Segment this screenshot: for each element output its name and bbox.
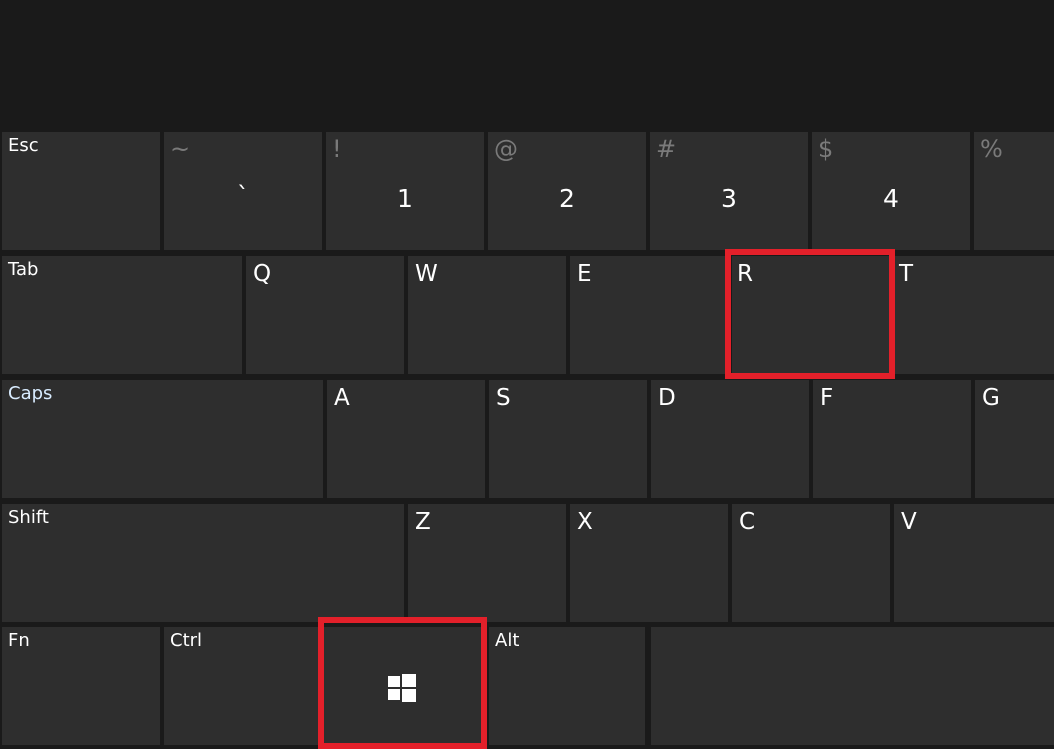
key-g[interactable]: G <box>975 380 1054 498</box>
key-5[interactable]: % <box>974 132 1054 250</box>
key-shift-label: ~ <box>170 135 191 163</box>
key-shift[interactable]: Shift <box>2 504 404 622</box>
key-label: 4 <box>883 184 899 213</box>
key-f[interactable]: F <box>813 380 971 498</box>
key-shift-label: @ <box>494 135 518 163</box>
key-e[interactable]: E <box>570 256 728 374</box>
key-label: Ctrl <box>170 630 203 651</box>
key-a[interactable]: A <box>327 380 485 498</box>
key-fn[interactable]: Fn <box>2 627 160 745</box>
key-label: Esc <box>8 135 39 156</box>
key-shift-label: % <box>980 135 1003 163</box>
key-label: 1 <box>397 184 413 213</box>
key-tab[interactable]: Tab <box>2 256 242 374</box>
key-label: Shift <box>8 507 49 528</box>
key-label: Alt <box>495 630 520 651</box>
key-v[interactable]: V <box>894 504 1054 622</box>
key-label: Caps <box>8 383 53 404</box>
key-alt[interactable]: Alt <box>489 627 645 745</box>
key-label: S <box>496 385 511 411</box>
key-label: X <box>577 509 593 535</box>
key-caps[interactable]: Caps <box>2 380 323 498</box>
key-z[interactable]: Z <box>408 504 566 622</box>
key-2[interactable]: @ 2 <box>488 132 646 250</box>
key-shift-label: ! <box>332 135 342 163</box>
key-q[interactable]: Q <box>246 256 404 374</box>
key-3[interactable]: # 3 <box>650 132 808 250</box>
key-label: Fn <box>8 630 30 651</box>
key-label: V <box>901 509 917 535</box>
on-screen-keyboard: Esc ~ ` ! 1 @ 2 # 3 $ 4 % Tab Q W E R T … <box>0 130 1054 749</box>
key-shift-label: $ <box>818 135 834 163</box>
key-label: Tab <box>8 259 39 280</box>
key-c[interactable]: C <box>732 504 890 622</box>
top-bar <box>0 0 1054 130</box>
key-label: W <box>415 261 438 287</box>
key-x[interactable]: X <box>570 504 728 622</box>
key-r[interactable]: R <box>732 256 890 374</box>
key-windows[interactable] <box>323 627 483 745</box>
key-label: ` <box>237 182 249 210</box>
key-esc[interactable]: Esc <box>2 132 160 250</box>
key-label: 3 <box>721 184 737 213</box>
key-label: Q <box>253 261 272 287</box>
key-label: F <box>820 385 834 411</box>
windows-logo-icon <box>388 674 416 702</box>
key-label: A <box>334 385 350 411</box>
key-w[interactable]: W <box>408 256 566 374</box>
key-label: E <box>577 261 592 287</box>
key-label: D <box>658 385 676 411</box>
key-backtick[interactable]: ~ ` <box>164 132 322 250</box>
key-label: R <box>737 261 753 287</box>
key-d[interactable]: D <box>651 380 809 498</box>
key-s[interactable]: S <box>489 380 647 498</box>
key-label: Z <box>415 509 431 535</box>
key-label: T <box>899 261 914 287</box>
key-label: 2 <box>559 184 575 213</box>
key-4[interactable]: $ 4 <box>812 132 970 250</box>
key-1[interactable]: ! 1 <box>326 132 484 250</box>
key-t[interactable]: T <box>894 256 1054 374</box>
key-space[interactable] <box>651 627 1054 745</box>
key-label: C <box>739 509 756 535</box>
key-ctrl[interactable]: Ctrl <box>164 627 322 745</box>
key-shift-label: # <box>656 135 677 163</box>
key-label: G <box>982 385 1000 411</box>
